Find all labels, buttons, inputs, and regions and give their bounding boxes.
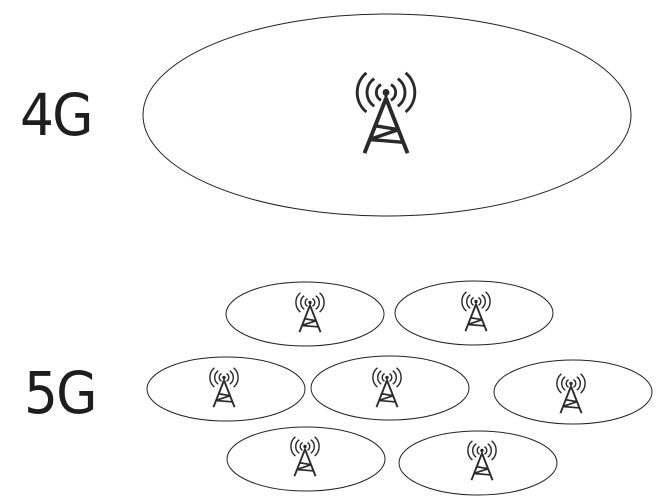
label-4g: 4G: [20, 81, 93, 149]
cell-tower-icon: [355, 70, 417, 156]
cell-4g: [142, 13, 632, 217]
cell-5g: [398, 430, 558, 496]
cell-5g: [146, 356, 306, 422]
cell-tower-icon: [371, 366, 403, 409]
cell-tower-icon: [289, 435, 321, 478]
cell-5g: [226, 426, 386, 492]
cell-tower-icon: [294, 291, 326, 334]
cell-5g: [394, 280, 554, 346]
cell-5g: [225, 281, 385, 347]
cell-tower-icon: [466, 439, 498, 482]
label-5g: 5G: [24, 359, 97, 427]
cell-5g: [310, 355, 470, 421]
cell-tower-icon: [555, 372, 587, 415]
cell-5g: [493, 359, 653, 425]
cell-tower-icon: [208, 366, 240, 409]
cell-tower-icon: [460, 290, 492, 333]
